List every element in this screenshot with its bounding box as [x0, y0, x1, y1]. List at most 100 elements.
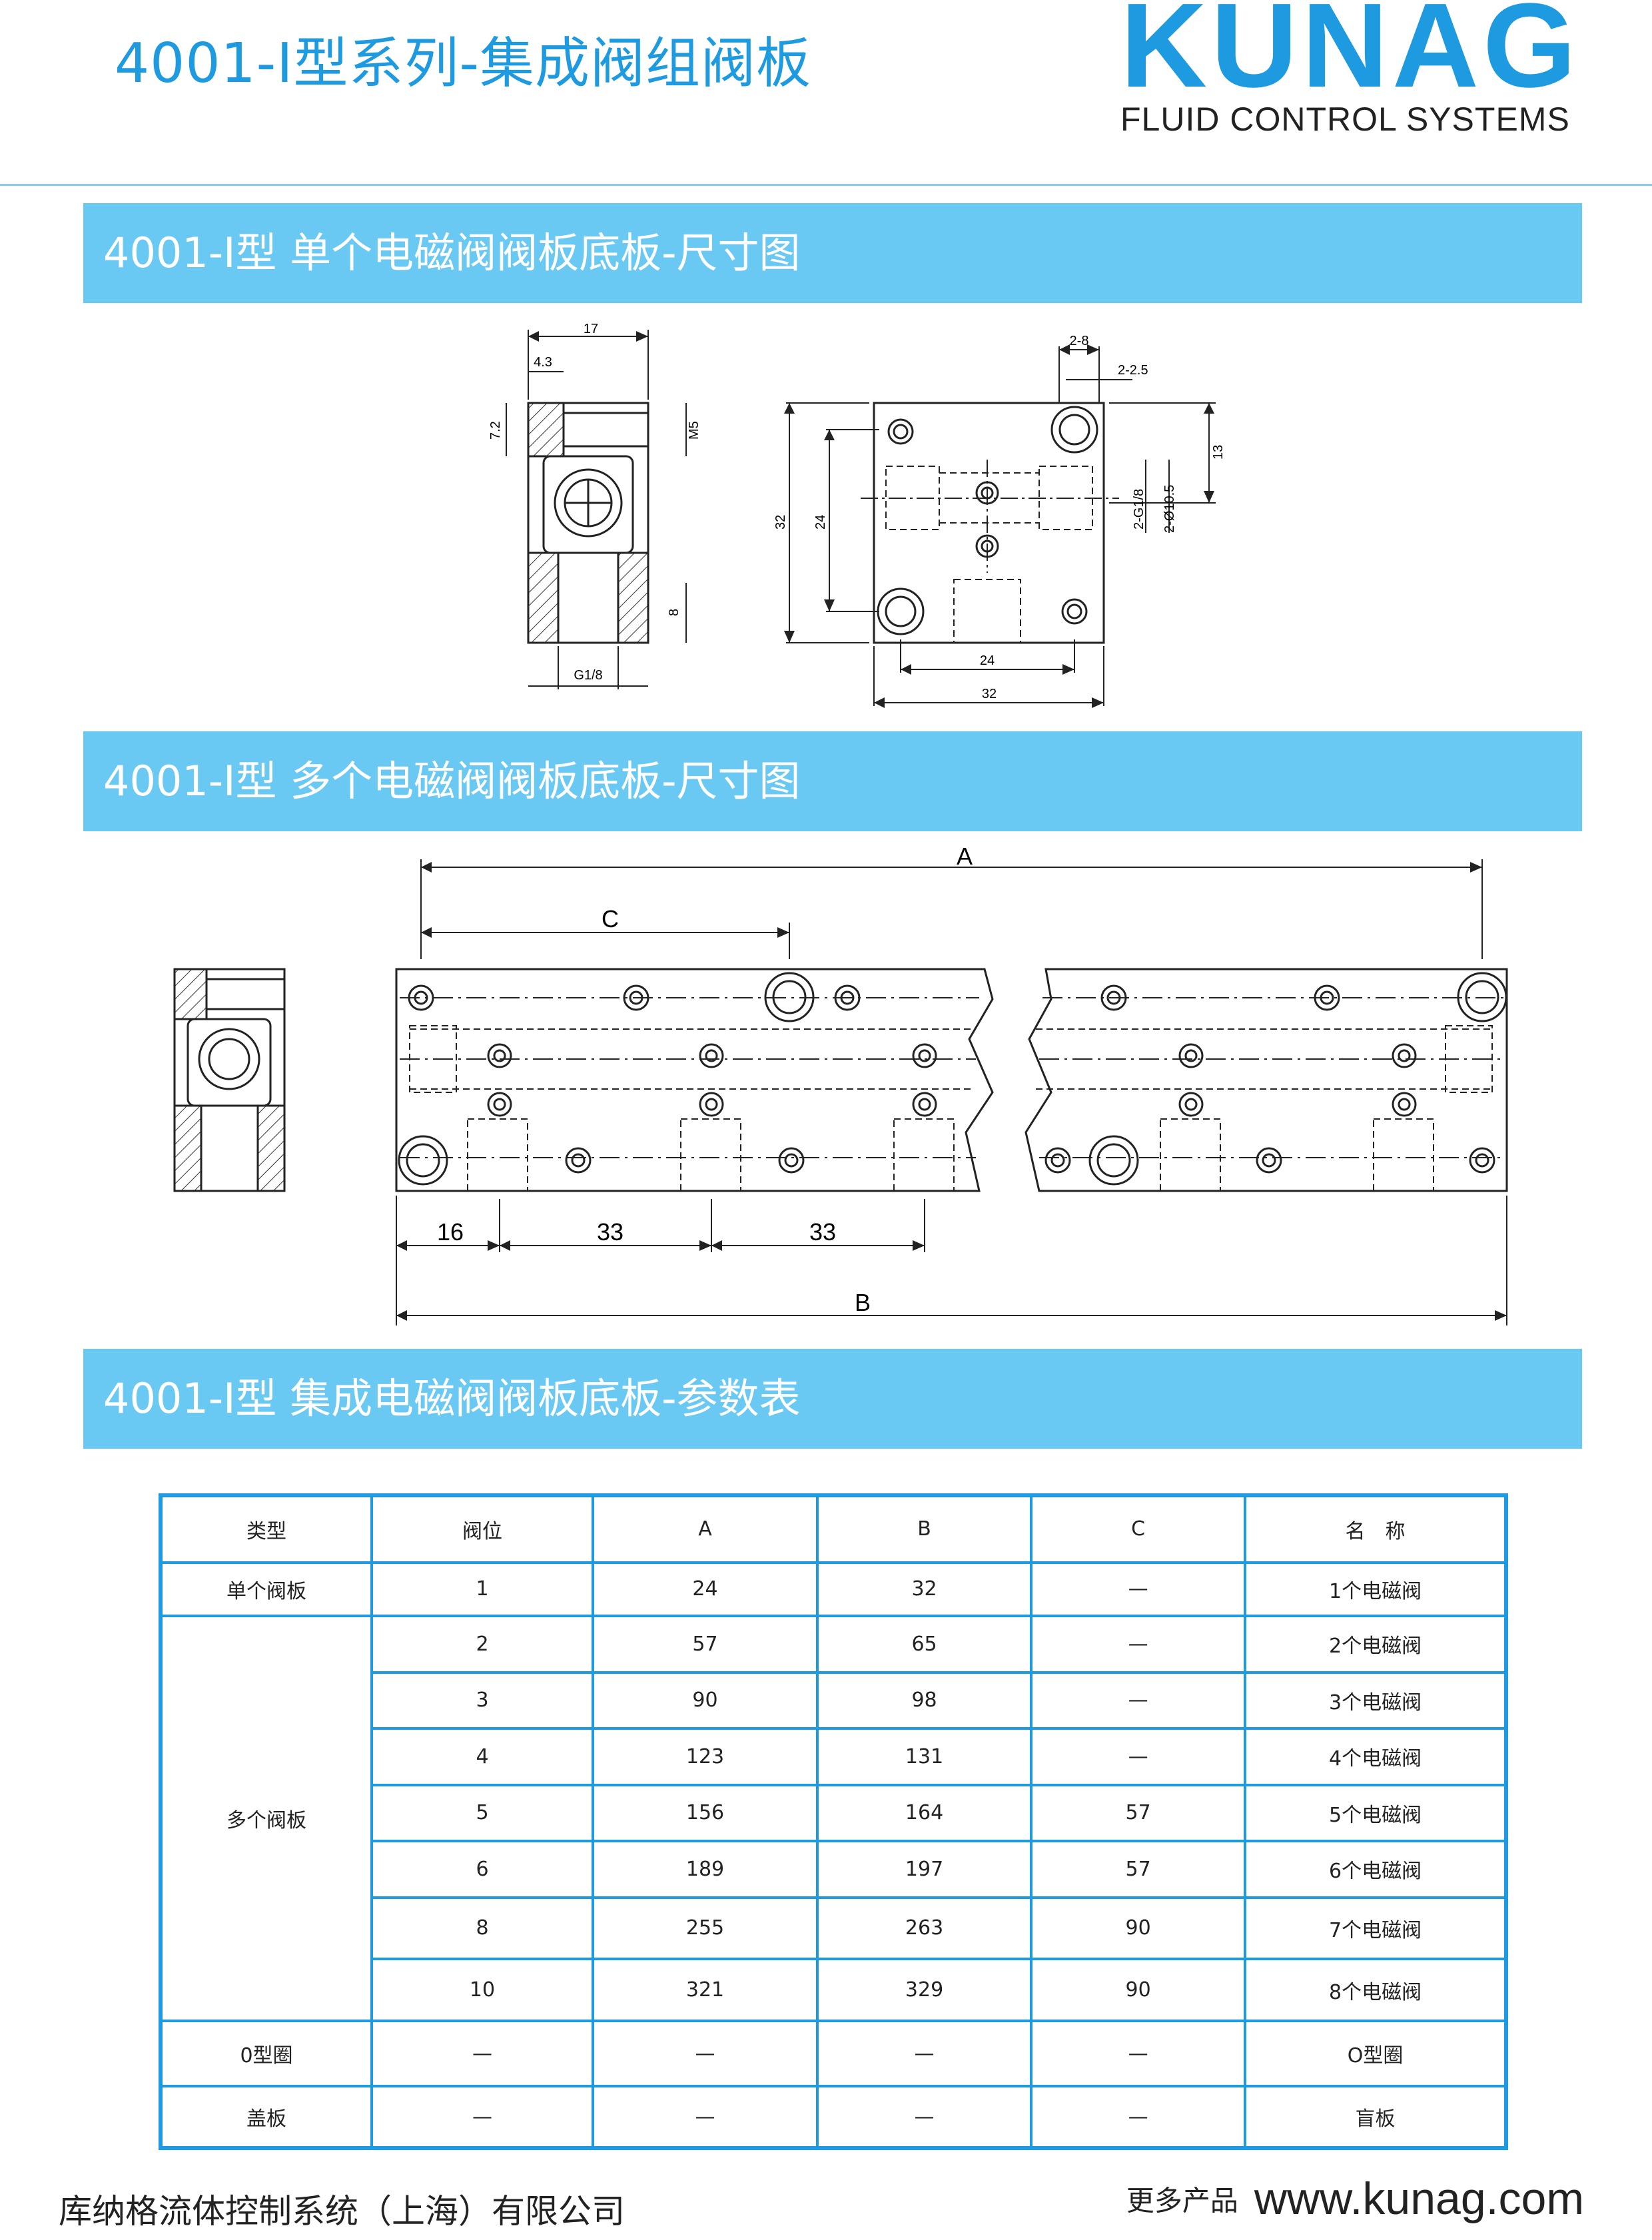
cell-b: 263 [816, 1896, 1033, 1961]
side-view [527, 402, 649, 644]
port-ring [1058, 414, 1090, 446]
section-title-multi: 4001-I型 多个电磁阀阀板底板-尺寸图 [83, 731, 1582, 831]
dim-4-3: 4.3 [534, 355, 552, 370]
table-row: 10 321 329 90 8个电磁阀 [161, 1958, 1507, 2022]
cell-a: 24 [591, 1561, 819, 1618]
table-row: 3 90 98 — 3个电磁阀 [161, 1671, 1507, 1730]
page-title: 4001-I型系列-集成阀组阀板 [115, 32, 812, 95]
header-a: A [591, 1494, 819, 1564]
section-title-table: 4001-I型 集成电磁阀阀板底板-参数表 [83, 1349, 1582, 1449]
dim-8: 8 [667, 609, 681, 616]
table-header-row: 类型 阀位 A B C 名 称 [159, 1494, 1507, 1564]
cell-type: 盖板 [159, 2085, 373, 2149]
header-type: 类型 [159, 1494, 373, 1564]
cell-c: 90 [1030, 1896, 1247, 1961]
port-ring [772, 980, 807, 1014]
cell-pos: — [370, 2019, 594, 2088]
cell-c: — [1030, 2085, 1247, 2149]
dim-2-phi: 2-Ø10.5 [1162, 485, 1177, 533]
cell-b: 131 [816, 1727, 1033, 1786]
table-row: 多个阀板 2 57 65 — 2个电磁阀 [159, 1615, 1507, 2022]
port-ring [1457, 972, 1507, 1022]
cell-b: 32 [816, 1561, 1033, 1618]
cell-name: 4个电磁阀 [1244, 1727, 1507, 1786]
cell-c: — [1030, 1561, 1247, 1618]
cell-pos: 10 [370, 1958, 594, 2022]
cell-name: 5个电磁阀 [1244, 1783, 1507, 1843]
website-link[interactable]: www.kunag.com [1254, 2173, 1584, 2224]
cell-name: 6个电磁阀 [1244, 1840, 1507, 1899]
cell-c: — [1030, 1615, 1247, 1674]
cell-b: 329 [816, 1958, 1033, 2022]
dim-24-horizontal: 24 [980, 653, 995, 668]
dim-a: A [957, 843, 973, 870]
mount-hole [1061, 598, 1088, 625]
multi-side-view [173, 968, 286, 1192]
brand-logo: KUNAG FLUID CONTROL SYSTEMS [1120, 0, 1580, 139]
header-divider [0, 184, 1652, 186]
cell-c: 57 [1030, 1783, 1247, 1843]
cell-c: — [1030, 2019, 1247, 2088]
cell-name: 盲板 [1244, 2085, 1507, 2149]
cell-name: O型圈 [1244, 2019, 1507, 2088]
dim-33-first: 33 [597, 1218, 623, 1246]
cell-b: 197 [816, 1840, 1033, 1899]
port-ring [1465, 980, 1499, 1014]
multi-valve-drawing: A C 16 33 33 B [173, 843, 1508, 1325]
logo-name: KUNAG [1120, 0, 1580, 113]
dim-c: C [602, 905, 619, 933]
table-row: 盖板 — — — — 盲板 [159, 2085, 1507, 2149]
cell-name: 1个电磁阀 [1244, 1561, 1507, 1618]
dim-24-vertical: 24 [813, 515, 828, 530]
cell-a: 57 [591, 1615, 819, 1674]
dim-16: 16 [437, 1218, 464, 1246]
dim-g18: G1/8 [574, 668, 602, 683]
single-valve-drawing: 17 4.3 7.2 M5 8 G1/8 [488, 322, 1226, 708]
cell-b: 65 [816, 1615, 1033, 1674]
port-ring [1096, 1143, 1131, 1178]
dim-7-2: 7.2 [488, 421, 503, 440]
cell-type-multi: 多个阀板 [159, 1615, 373, 2022]
dim-2-8: 2-8 [1070, 334, 1089, 348]
cell-pos: 1 [370, 1561, 594, 1618]
port-ring [764, 972, 815, 1022]
port-ring [1050, 406, 1098, 454]
cell-name: 7个电磁阀 [1244, 1896, 1507, 1961]
mount-hole [887, 418, 914, 445]
cell-pos: 5 [370, 1783, 594, 1843]
mount-hole [893, 424, 909, 440]
logo-subtitle: FLUID CONTROL SYSTEMS [1120, 101, 1570, 138]
cell-b: 164 [816, 1783, 1033, 1843]
port-ring [877, 587, 925, 635]
cell-type: 单个阀板 [159, 1561, 373, 1618]
header-pos: 阀位 [370, 1494, 594, 1564]
cell-c: — [1030, 1727, 1247, 1786]
multi-top-view [395, 968, 1508, 1192]
dim-17: 17 [584, 322, 598, 336]
dim-33-second: 33 [809, 1218, 836, 1246]
cell-name: 3个电磁阀 [1244, 1671, 1507, 1730]
cell-a: 156 [591, 1783, 819, 1843]
cell-b: — [816, 2019, 1033, 2088]
dim-2-g18: 2-G1/8 [1132, 489, 1146, 530]
cell-c: 90 [1030, 1958, 1247, 2022]
cell-a: 189 [591, 1840, 819, 1899]
parameter-table: 类型 阀位 A B C 名 称 单个阀板 1 24 32 — 1个电磁阀 多个阀… [159, 1493, 1508, 2150]
cell-c: 57 [1030, 1840, 1247, 1899]
table-row: 0型圈 — — — — O型圈 [159, 2019, 1507, 2088]
port-ring [1088, 1135, 1139, 1186]
dim-32-horizontal: 32 [982, 687, 997, 701]
cell-pos: 8 [370, 1896, 594, 1961]
dim-32-vertical: 32 [773, 515, 788, 530]
table-row: 8 255 263 90 7个电磁阀 [161, 1896, 1507, 1961]
cell-b: 98 [816, 1671, 1033, 1730]
cell-a: 123 [591, 1727, 819, 1786]
cell-pos: 3 [370, 1671, 594, 1730]
section-title-single: 4001-I型 单个电磁阀阀板底板-尺寸图 [83, 203, 1582, 303]
top-view [861, 402, 1119, 644]
cell-pos: 6 [370, 1840, 594, 1899]
mount-hole [1066, 603, 1082, 619]
table-row: 单个阀板 1 24 32 — 1个电磁阀 [159, 1561, 1507, 1618]
table-row: 6 189 197 57 6个电磁阀 [161, 1840, 1507, 1899]
